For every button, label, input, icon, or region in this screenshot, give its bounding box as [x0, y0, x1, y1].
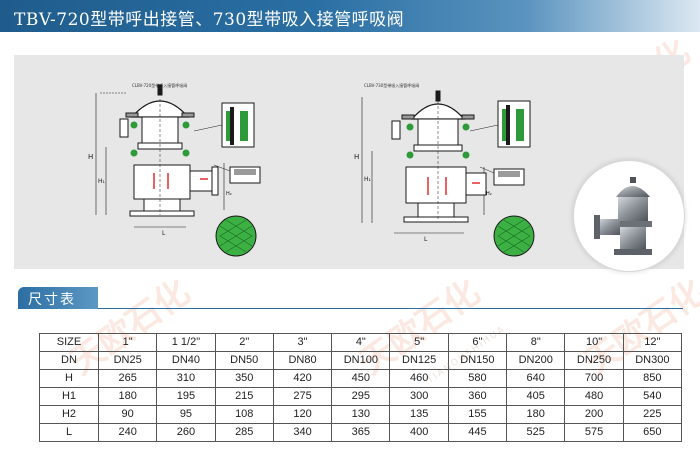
- table-cell: 850: [622, 369, 683, 388]
- table-cell: 225: [622, 405, 683, 424]
- table-cell: DN25: [97, 351, 158, 370]
- row-header: H: [39, 369, 99, 388]
- table-row: H2 90 95 108 120 130 135 155 180 200 225: [39, 405, 683, 424]
- table-cell: DN50: [214, 351, 274, 370]
- table-cell: 3": [272, 333, 333, 352]
- table-cell: 180: [97, 387, 158, 406]
- table-cell: 215: [214, 387, 274, 406]
- dim-label-l: L: [424, 236, 428, 243]
- table-cell: 405: [506, 387, 566, 406]
- table-cell: 10": [564, 333, 624, 352]
- valve-720-drawing: CLBV-720型带呼入接管呼吸阀 H H₁ L H₂: [88, 82, 261, 257]
- table-row: H1 180 195 215 275 295 300 360 405 480 5…: [39, 387, 683, 406]
- dimension-table: SIZE 1" 1 1/2" 2" 3" 4" 5" 6" 8" 10" 12"…: [39, 333, 683, 442]
- table-cell: 540: [622, 387, 683, 406]
- table-cell: 575: [564, 423, 624, 442]
- table-cell: 340: [272, 423, 333, 442]
- dim-label-l: L: [162, 230, 166, 237]
- table-cell: 650: [622, 423, 683, 442]
- table-cell: 285: [214, 423, 274, 442]
- table-cell: 350: [214, 369, 274, 388]
- dim-label-h: H: [354, 153, 359, 161]
- table-cell: 195: [156, 387, 216, 406]
- technical-drawing: CLBV-720型带呼入接管呼吸阀 H H₁ L H₂: [88, 82, 535, 257]
- table-cell: 300: [389, 387, 449, 406]
- table-cell: DN40: [156, 351, 216, 370]
- table-cell: 12": [622, 333, 683, 352]
- drawing-caption-right: CLBV-730型带吸入接管呼吸阀: [364, 82, 419, 88]
- table-cell: 295: [331, 387, 391, 406]
- table-cell: 275: [272, 387, 333, 406]
- table-cell: 8": [506, 333, 566, 352]
- table-cell: 90: [97, 405, 158, 424]
- table-cell: DN300: [622, 351, 683, 370]
- table-cell: 400: [389, 423, 449, 442]
- table-cell: 480: [564, 387, 624, 406]
- table-cell: 108: [214, 405, 274, 424]
- dim-label-h1: H₁: [98, 178, 106, 185]
- technical-drawing-panel: CLBV-720型带呼入接管呼吸阀 H H₁ L H₂: [14, 55, 684, 269]
- table-cell: 420: [272, 369, 333, 388]
- table-cell: DN200: [506, 351, 566, 370]
- table-cell: 525: [506, 423, 566, 442]
- table-cell: 5": [389, 333, 449, 352]
- table-cell: 365: [331, 423, 391, 442]
- table-cell: 260: [156, 423, 216, 442]
- table-cell: 95: [156, 405, 216, 424]
- table-cell: 450: [331, 369, 391, 388]
- table-cell: 240: [97, 423, 158, 442]
- row-header: DN: [39, 351, 99, 370]
- table-cell: 2": [214, 333, 274, 352]
- page-title: TBV-720型带呼出接管、730型带吸入接管呼吸阀: [14, 10, 405, 30]
- table-cell: 155: [447, 405, 508, 424]
- section-divider: [98, 308, 683, 309]
- table-cell: 120: [272, 405, 333, 424]
- table-cell: 580: [447, 369, 508, 388]
- table-cell: 200: [564, 405, 624, 424]
- table-cell: 310: [156, 369, 216, 388]
- row-header: H2: [39, 405, 99, 424]
- table-row: L 240 260 285 340 365 400 445 525 575 65…: [39, 423, 683, 442]
- table-cell: 640: [506, 369, 566, 388]
- section-title: 尺寸表: [28, 292, 76, 308]
- product-photo: [573, 160, 685, 272]
- table-cell: DN125: [389, 351, 449, 370]
- table-row: H 265 310 350 420 450 460 580 640 700 85…: [39, 369, 683, 388]
- table-cell: 130: [331, 405, 391, 424]
- row-header: L: [39, 423, 99, 442]
- table-cell: 265: [97, 369, 158, 388]
- table-cell: 360: [447, 387, 508, 406]
- table-row: DN DN25 DN40 DN50 DN80 DN100 DN125 DN150…: [39, 351, 683, 370]
- valve-730-drawing: CLBV-730型带吸入接管呼吸阀 H H₁ L H₂: [354, 82, 535, 257]
- row-header: H1: [39, 387, 99, 406]
- table-cell: 135: [389, 405, 449, 424]
- row-header: SIZE: [39, 333, 99, 352]
- table-cell: 180: [506, 405, 566, 424]
- section-tab: 尺寸表: [18, 287, 98, 309]
- table-cell: DN250: [564, 351, 624, 370]
- table-cell: 1": [97, 333, 158, 352]
- table-cell: 460: [389, 369, 449, 388]
- dim-label-h: H: [88, 153, 93, 161]
- table-cell: 4": [331, 333, 391, 352]
- dim-label-h2: H₂: [226, 191, 232, 197]
- table-cell: 445: [447, 423, 508, 442]
- table-cell: 6": [447, 333, 508, 352]
- dim-label-h1: H₁: [364, 176, 372, 183]
- table-cell: DN100: [331, 351, 391, 370]
- table-row: SIZE 1" 1 1/2" 2" 3" 4" 5" 6" 8" 10" 12": [39, 333, 683, 352]
- valve-photo-icon: [594, 177, 652, 255]
- title-bar: TBV-720型带呼出接管、730型带吸入接管呼吸阀: [0, 0, 700, 32]
- table-cell: 700: [564, 369, 624, 388]
- table-cell: DN80: [272, 351, 333, 370]
- dim-label-h2: H₂: [486, 191, 492, 197]
- table-cell: 1 1/2": [156, 333, 216, 352]
- table-cell: DN150: [447, 351, 508, 370]
